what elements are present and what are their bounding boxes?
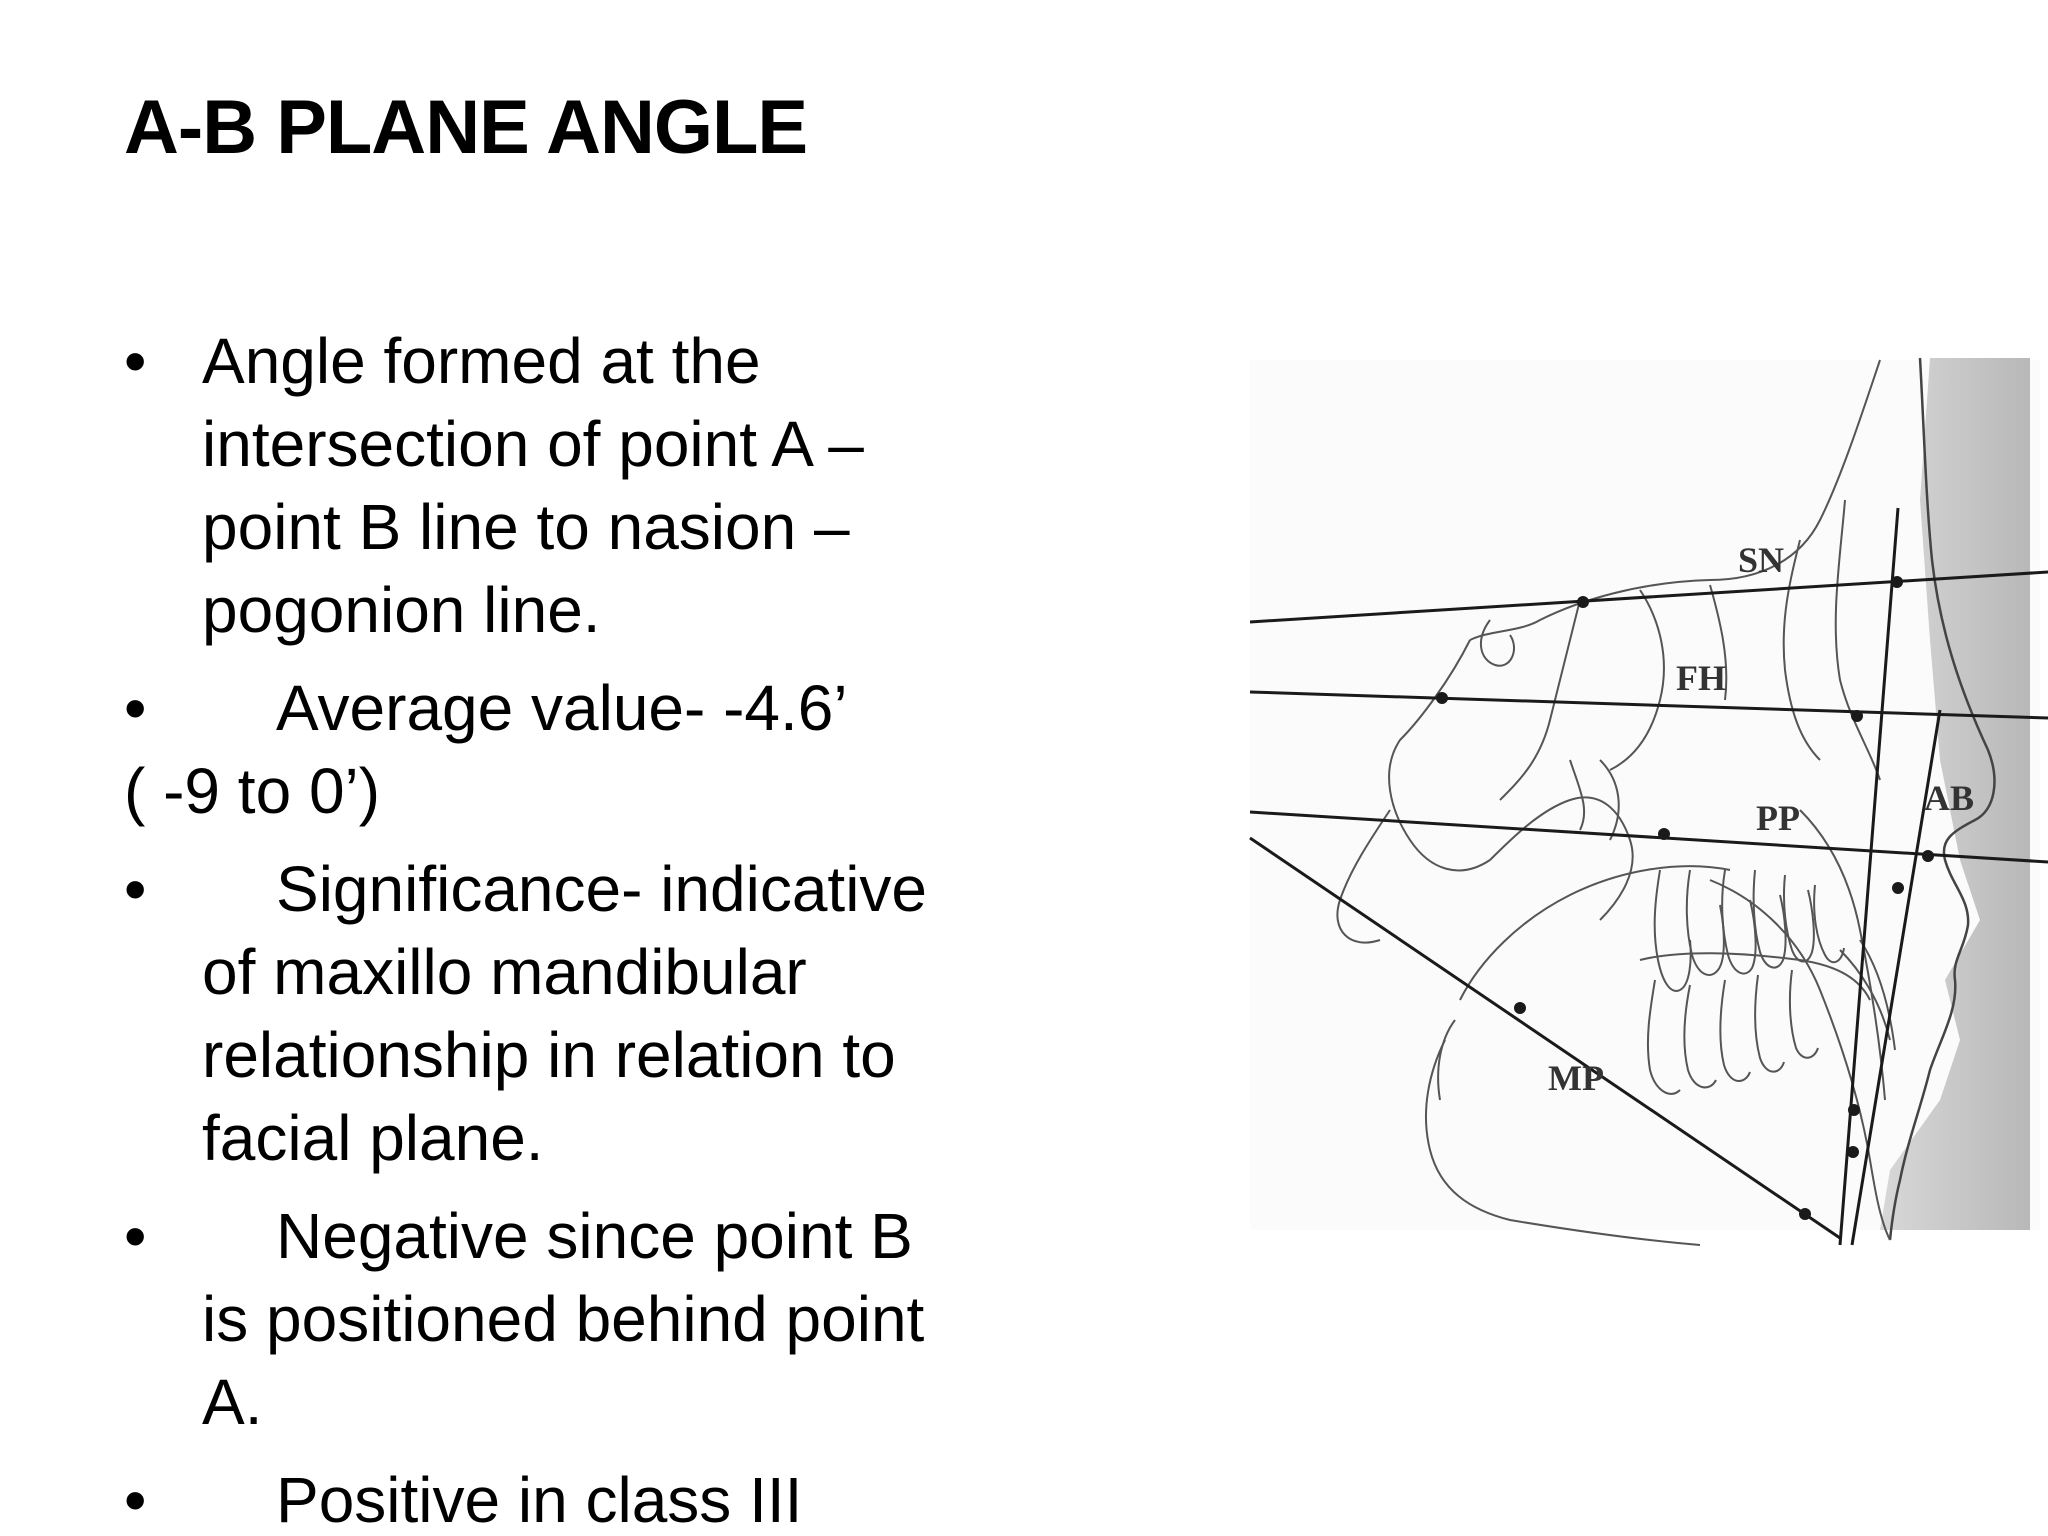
bullet-line: is positioned behind point: [202, 1283, 925, 1355]
cephalometric-diagram: SN FH PP AB MP: [1249, 357, 2048, 1246]
mandible-tracing: [1424, 809, 1891, 1246]
bullet-item: • Angle formed at the intersection of po…: [124, 320, 1004, 652]
landmark-points: [1436, 576, 1934, 1220]
label-ab: AB: [1924, 778, 1974, 818]
label-sn: SN: [1738, 540, 1784, 580]
label-pp: PP: [1756, 798, 1800, 838]
bullet-line: intersection of point A –: [202, 408, 864, 480]
bullet-line: Average value- -4.6’: [276, 672, 848, 744]
skull-tracing: [1336, 359, 1881, 944]
slide-title: A-B PLANE ANGLE: [124, 85, 808, 170]
bullet-dot: •: [124, 1200, 147, 1272]
bullet-dot: •: [124, 853, 147, 925]
bullet-dot: •: [124, 672, 147, 744]
mandibular-plane: [1249, 836, 1841, 1240]
bullet-dot: •: [124, 1464, 147, 1536]
bullet-dot: •: [124, 325, 147, 397]
bullet-line: Angle formed at the: [202, 325, 761, 397]
bullet-line: of maxillo mandibular: [202, 936, 807, 1008]
bullet-line: pogonion line.: [202, 574, 601, 646]
ab-line: [1850, 709, 1942, 1246]
bullet-item: • Negative since point B is positioned b…: [124, 1195, 1004, 1444]
bullet-line: Positive in class III: [276, 1464, 803, 1536]
bullet-line: relationship in relation to: [202, 1019, 896, 1091]
teeth-tracing: [1639, 869, 1896, 1095]
fh-plane: [1249, 690, 2048, 720]
bullet-line: point B line to nasion –: [202, 491, 850, 563]
bullet-list: • Angle formed at the intersection of po…: [124, 320, 1004, 1536]
bullet-line: Significance- indicative: [276, 853, 927, 925]
bullet-line: facial plane.: [202, 1102, 544, 1174]
nasion-pogonion-line: [1838, 507, 1900, 1246]
label-mp: MP: [1548, 1058, 1604, 1098]
bullet-item: • Positive in class III: [124, 1459, 1004, 1536]
figure-background: [1250, 360, 2040, 1230]
bullet-line: ( -9 to 0’): [124, 755, 381, 827]
sn-plane: [1249, 570, 2048, 624]
soft-tissue-profile: [1888, 357, 1996, 1241]
bullet-item: • Significance- indicative of maxillo ma…: [124, 848, 1004, 1180]
bullet-item: • Average value- -4.6’ ( -9 to 0’): [124, 667, 1004, 833]
bullet-line: A.: [202, 1366, 263, 1438]
label-fh: FH: [1676, 658, 1726, 698]
bullet-line: Negative since point B: [276, 1200, 913, 1272]
